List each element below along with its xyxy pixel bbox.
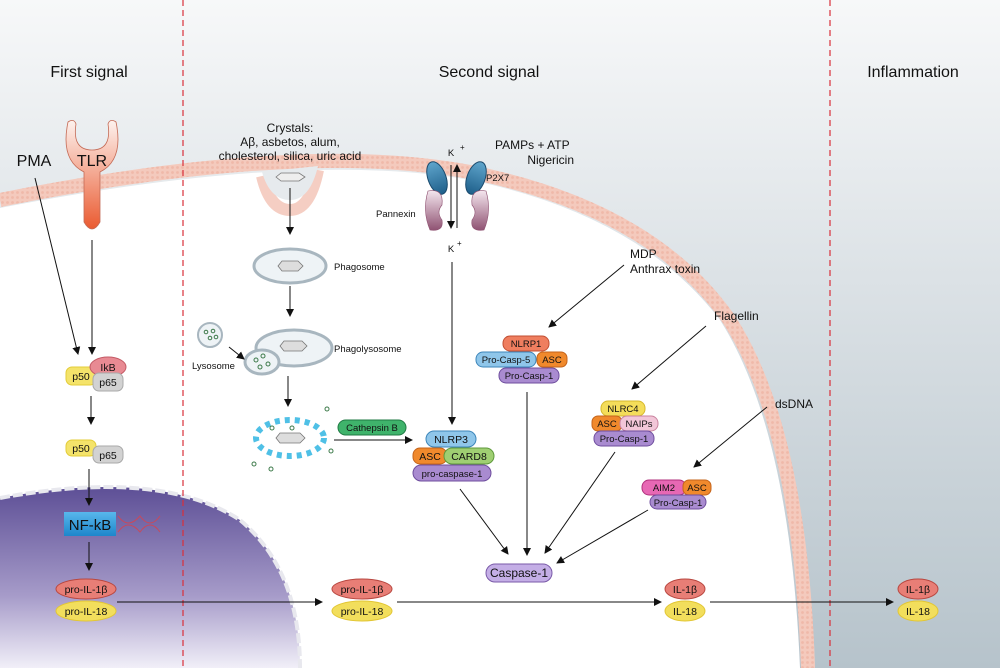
flagellin-label: Flagellin bbox=[714, 309, 759, 323]
lysosome-label: Lysosome bbox=[192, 361, 235, 372]
nlrp3-label: NLRP3 bbox=[434, 434, 468, 446]
k-ion-bottom-label: K bbox=[448, 244, 455, 255]
arrow-flagellin-to-nlrc4 bbox=[631, 325, 707, 390]
p50-p65-complex bbox=[65, 439, 124, 464]
p2x7-channel bbox=[426, 161, 487, 195]
pro-casp-5-label: Pro-Casp-5 bbox=[482, 355, 531, 366]
phagolysosome-label: Phagolysosome bbox=[334, 344, 402, 355]
pro-il18-pill-first bbox=[55, 600, 117, 622]
nuclear-envelope bbox=[0, 485, 302, 668]
pro-il1b-label-first: pro-IL-1β bbox=[65, 584, 108, 596]
il18-label-secreted: IL-18 bbox=[906, 606, 930, 618]
cathepsin-b-pill bbox=[337, 419, 407, 436]
pro-il1b-pill-second bbox=[331, 578, 393, 600]
naips-label: NAIPs bbox=[626, 419, 653, 430]
nlrp3-asc-label: ASC bbox=[419, 451, 441, 463]
nlrc4-label: NLRC4 bbox=[607, 404, 638, 415]
phagosome-label: Phagosome bbox=[334, 262, 385, 273]
nlrp1-asc-label: ASC bbox=[542, 355, 562, 366]
il18-label-second: IL-18 bbox=[673, 606, 697, 618]
arrow-mdp-to-nlrp1 bbox=[548, 264, 625, 328]
arrow-lysosome-to-phagolysosome bbox=[228, 346, 245, 360]
p50-label: p50 bbox=[72, 371, 90, 383]
dna-helix-icon bbox=[117, 515, 161, 533]
k-ion-top-charge: + bbox=[460, 143, 465, 152]
aim2-pro-casp-1-label: Pro-Casp-1 bbox=[654, 498, 703, 509]
nigericin-label: Nigericin bbox=[527, 153, 574, 167]
phagolysosome-icon bbox=[243, 328, 334, 376]
nlrc4-inflammasome bbox=[591, 400, 659, 447]
tlr-label: TLR bbox=[77, 153, 107, 170]
tlr-receptor bbox=[65, 120, 119, 230]
pma-label: PMA bbox=[17, 153, 52, 170]
nlrp1-label: NLRP1 bbox=[511, 339, 542, 350]
pannexin-label: Pannexin bbox=[376, 209, 416, 220]
p50-ikb-p65-complex bbox=[65, 356, 127, 392]
il18-pill-second bbox=[664, 600, 706, 622]
nfkb-box bbox=[64, 512, 116, 536]
nlrp1-pro-casp-1-label: Pro-Casp-1 bbox=[505, 371, 554, 382]
nlrc4-pro-casp-1-label: Pro-Casp-1 bbox=[600, 434, 649, 445]
pro-caspase-1-label: pro-caspase-1 bbox=[422, 469, 483, 480]
aim2-label: AIM2 bbox=[653, 483, 675, 494]
k-ion-top-label: K bbox=[448, 148, 455, 159]
crystals-title: Crystals: bbox=[267, 121, 314, 135]
ruptured-phagolysosome-icon bbox=[251, 406, 334, 472]
crystal-icon bbox=[275, 172, 306, 182]
arrow-dsdna-to-aim2 bbox=[693, 406, 768, 468]
section-title-inflammation: Inflammation bbox=[867, 64, 959, 81]
aim2-asc-label: ASC bbox=[687, 483, 707, 494]
anthrax-toxin-label: Anthrax toxin bbox=[630, 262, 700, 276]
pro-il1b-label-second: pro-IL-1β bbox=[341, 584, 384, 596]
pro-il18-pill-second bbox=[331, 600, 393, 622]
caspase-1-label: Caspase-1 bbox=[490, 566, 548, 580]
p65-label: p65 bbox=[99, 377, 117, 389]
phagosome-icon bbox=[252, 247, 328, 285]
pannexin-channel bbox=[425, 190, 489, 231]
il1b-pill-second bbox=[664, 578, 706, 600]
aim2-inflammasome bbox=[641, 479, 712, 510]
il18-pill-secreted bbox=[897, 600, 939, 622]
mdp-label: MDP bbox=[630, 247, 657, 261]
section-title-first-signal: First signal bbox=[50, 64, 127, 81]
section-title-second-signal: Second signal bbox=[439, 64, 540, 81]
pro-il1b-pill-first bbox=[55, 578, 117, 600]
arrow-nlrp3-to-caspase1 bbox=[459, 488, 509, 555]
p50-label-2: p50 bbox=[72, 443, 90, 455]
caspase-1-pill bbox=[485, 563, 553, 583]
lysosome-icon bbox=[197, 322, 223, 348]
pro-il18-label-second: pro-IL-18 bbox=[341, 606, 384, 618]
dsdna-label: dsDNA bbox=[775, 397, 813, 411]
arrow-aim2-to-caspase1 bbox=[556, 509, 649, 564]
pro-il18-label-first: pro-IL-18 bbox=[65, 606, 108, 618]
arrow-pma-to-p50 bbox=[34, 177, 81, 355]
ikb-label: IkB bbox=[100, 362, 115, 374]
nlrp1-inflammasome bbox=[475, 335, 568, 384]
crystals-line2: cholesterol, silica, uric acid bbox=[219, 149, 362, 163]
crystals-line1: Aβ, asbetos, alum, bbox=[240, 135, 340, 149]
arrow-nlrc4-to-caspase1 bbox=[544, 451, 616, 554]
il1b-pill-secreted bbox=[897, 578, 939, 600]
pamps-atp-label: PAMPs + ATP bbox=[495, 138, 570, 152]
p2x7-label: P2X7 bbox=[486, 173, 509, 184]
il1b-label-secreted: IL-1β bbox=[906, 584, 930, 596]
nlrp3-inflammasome bbox=[412, 430, 495, 482]
il1b-label-second: IL-1β bbox=[673, 584, 697, 596]
nfkb-label: NF-kB bbox=[69, 517, 112, 534]
card8-label: CARD8 bbox=[451, 451, 487, 463]
p65-label-2: p65 bbox=[99, 450, 117, 462]
nlrc4-asc-label: ASC bbox=[597, 419, 617, 430]
k-ion-bottom-charge: + bbox=[457, 239, 462, 248]
cathepsin-b-label: Cathepsin B bbox=[346, 423, 398, 434]
